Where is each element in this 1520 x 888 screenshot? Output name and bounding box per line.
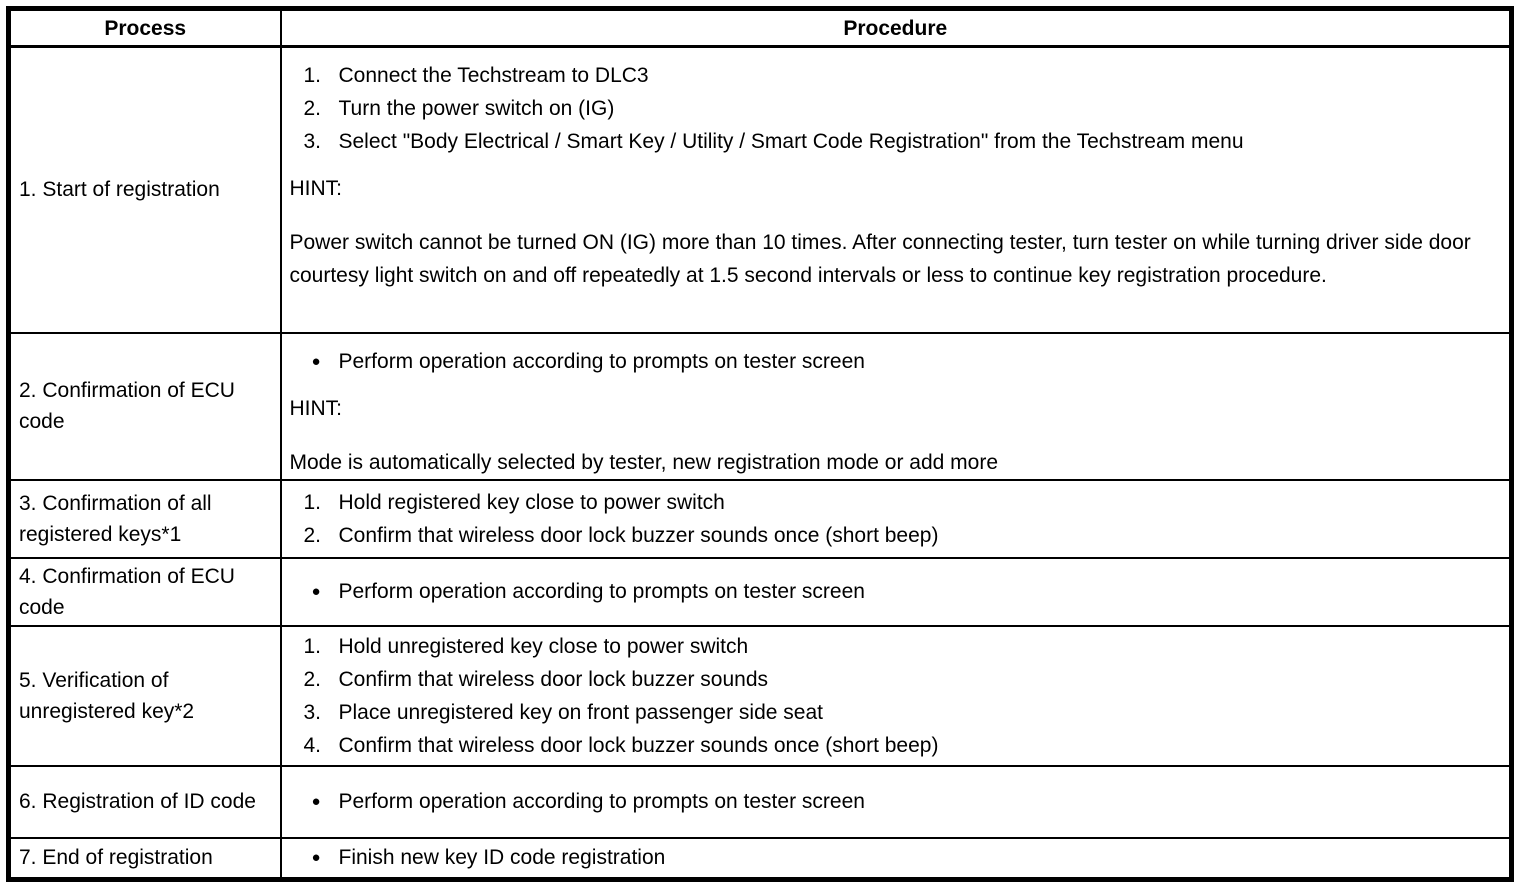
step-number: 2. bbox=[303, 523, 322, 547]
procedure-cell: ● Perform operation according to prompts… bbox=[279, 331, 1513, 481]
step-item: 2. Turn the power switch on (IG) bbox=[304, 92, 1500, 125]
hint-text: Power switch cannot be turned ON (IG) mo… bbox=[289, 231, 1471, 287]
process-cell: 5. Verification of unregistered key*2 bbox=[7, 624, 282, 767]
step-number: 2. bbox=[303, 97, 322, 120]
step-text: Turn the power switch on (IG) bbox=[338, 97, 615, 120]
step-item: 1. Hold unregistered key close to power … bbox=[304, 630, 1500, 663]
step-number: 2. bbox=[303, 667, 322, 691]
procedure-cell: 1. Hold registered key close to power sw… bbox=[279, 478, 1513, 559]
step-number: 1. bbox=[303, 634, 322, 658]
process-cell: 7. End of registration bbox=[7, 836, 282, 881]
step-text: Select "Body Electrical / Smart Key / Ut… bbox=[338, 130, 1244, 153]
table-row: 3. Confirmation of all registered keys*1… bbox=[7, 478, 1513, 559]
smart-code-registration-table: Process Procedure 1. Start of registrati… bbox=[6, 6, 1514, 882]
step-item: 3. Select "Body Electrical / Smart Key /… bbox=[304, 125, 1500, 158]
process-column-header: Process bbox=[7, 7, 282, 48]
step-text: Connect the Techstream to DLC3 bbox=[338, 64, 649, 87]
step-item: 2. Confirm that wireless door lock buzze… bbox=[304, 519, 1500, 552]
step-text: Hold unregistered key close to power swi… bbox=[338, 634, 749, 658]
procedure-cell: 1. Connect the Techstream to DLC3 2. Tur… bbox=[279, 45, 1513, 334]
procedure-cell: ● Perform operation according to prompts… bbox=[279, 556, 1513, 627]
step-text: Confirm that wireless door lock buzzer s… bbox=[338, 667, 769, 691]
hint-label: HINT: bbox=[289, 396, 343, 420]
bullet-text: Perform operation according to prompts o… bbox=[338, 790, 865, 813]
numbered-step-list: 1. Hold unregistered key close to power … bbox=[290, 630, 1500, 762]
table-row: 2. Confirmation of ECU code ● Perform op… bbox=[7, 331, 1513, 481]
table-row: 5. Verification of unregistered key*2 1.… bbox=[7, 624, 1513, 767]
procedure-column-header: Procedure bbox=[279, 7, 1513, 48]
process-cell: 6. Registration of ID code bbox=[7, 764, 282, 839]
hint-label: HINT: bbox=[289, 177, 343, 200]
procedure-cell: 1. Hold unregistered key close to power … bbox=[279, 624, 1513, 767]
step-number: 1. bbox=[303, 490, 322, 514]
table-row: 7. End of registration ● Finish new key … bbox=[7, 836, 1513, 881]
bullet-item: ● Perform operation according to prompts… bbox=[290, 575, 1500, 608]
procedure-cell: ● Perform operation according to prompts… bbox=[279, 764, 1513, 839]
process-cell: 3. Confirmation of all registered keys*1 bbox=[7, 478, 282, 559]
bullet-item: ● Perform operation according to prompts… bbox=[290, 785, 1500, 818]
bullet-icon: ● bbox=[311, 849, 321, 867]
numbered-step-list: 1. Connect the Techstream to DLC3 2. Tur… bbox=[290, 59, 1500, 158]
step-item: 2. Confirm that wireless door lock buzze… bbox=[304, 663, 1500, 696]
step-text: Confirm that wireless door lock buzzer s… bbox=[338, 733, 939, 757]
process-cell: 2. Confirmation of ECU code bbox=[7, 331, 282, 481]
bullet-item: ● Finish new key ID code registration bbox=[290, 841, 1500, 874]
step-number: 3. bbox=[303, 130, 322, 153]
hint-text: Mode is automatically selected by tester… bbox=[289, 450, 999, 474]
process-cell: 4. Confirmation of ECU code bbox=[7, 556, 282, 627]
bullet-text: Perform operation according to prompts o… bbox=[338, 349, 865, 373]
step-number: 4. bbox=[303, 733, 322, 757]
table-row: 6. Registration of ID code ● Perform ope… bbox=[7, 764, 1513, 839]
bullet-text: Perform operation according to prompts o… bbox=[338, 580, 865, 603]
step-item: 1. Connect the Techstream to DLC3 bbox=[304, 59, 1500, 92]
bullet-icon: ● bbox=[311, 583, 321, 600]
step-item: 3. Place unregistered key on front passe… bbox=[304, 696, 1500, 729]
numbered-step-list: 1. Hold registered key close to power sw… bbox=[290, 486, 1500, 552]
step-item: 1. Hold registered key close to power sw… bbox=[304, 486, 1500, 519]
table-row: 4. Confirmation of ECU code ● Perform op… bbox=[7, 556, 1513, 627]
step-number: 3. bbox=[303, 700, 322, 724]
bullet-text: Finish new key ID code registration bbox=[338, 846, 666, 870]
bullet-icon: ● bbox=[311, 352, 321, 370]
step-text: Place unregistered key on front passenge… bbox=[338, 700, 823, 724]
process-cell: 1. Start of registration bbox=[7, 45, 282, 334]
step-number: 1. bbox=[303, 64, 322, 87]
bullet-item: ● Perform operation according to prompts… bbox=[290, 345, 1500, 378]
table-header-row: Process Procedure bbox=[7, 7, 1513, 48]
step-item: 4. Confirm that wireless door lock buzze… bbox=[304, 729, 1500, 762]
table-row: 1. Start of registration 1. Connect the … bbox=[7, 45, 1513, 334]
step-text: Confirm that wireless door lock buzzer s… bbox=[338, 523, 939, 547]
procedure-cell: ● Finish new key ID code registration bbox=[279, 836, 1513, 881]
step-text: Hold registered key close to power switc… bbox=[338, 490, 725, 514]
bullet-icon: ● bbox=[311, 793, 321, 810]
